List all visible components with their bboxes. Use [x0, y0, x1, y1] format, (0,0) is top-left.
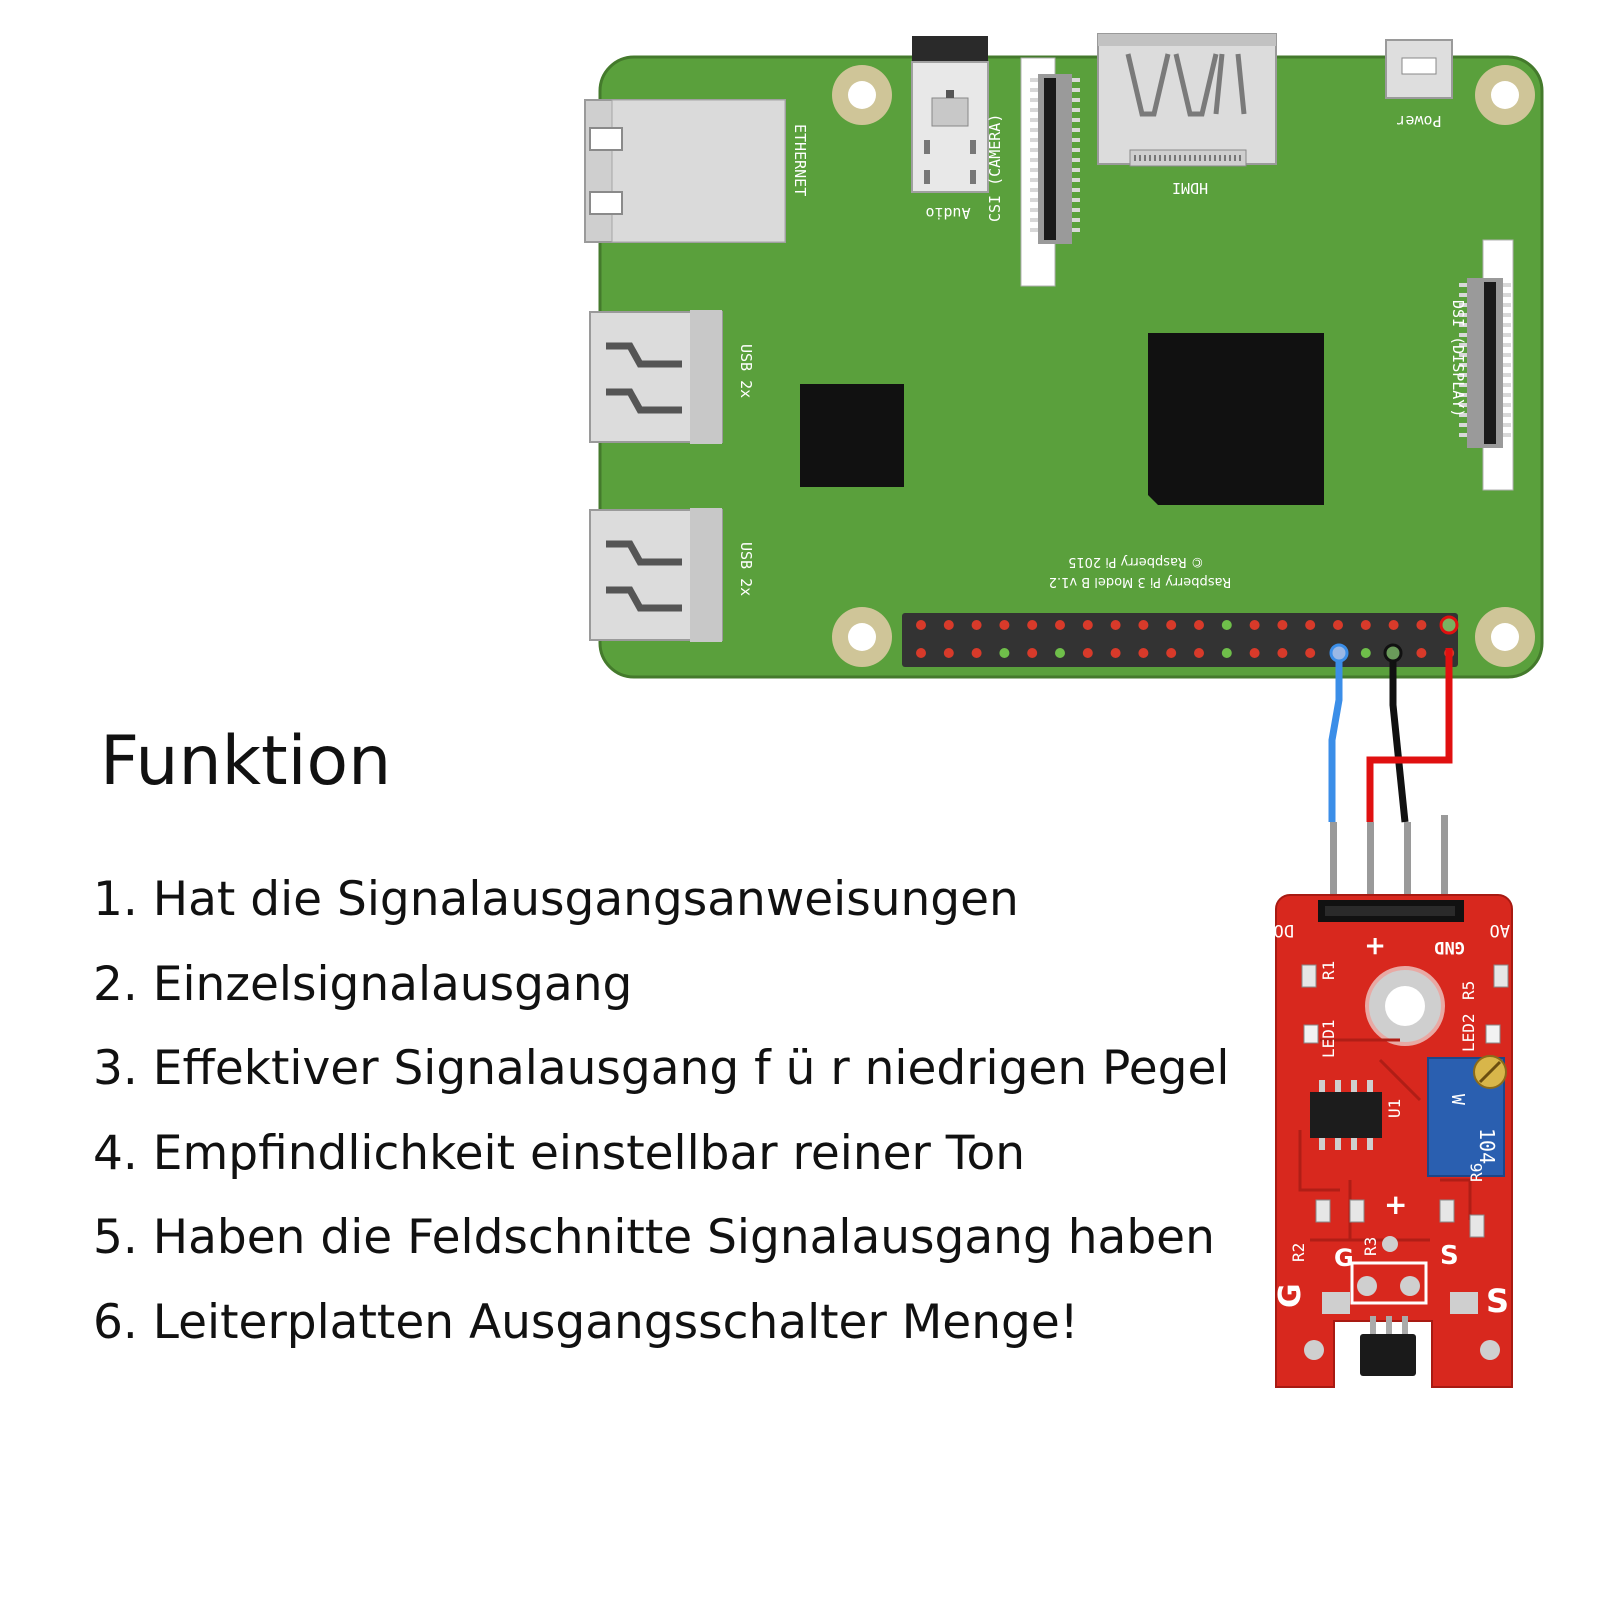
section-heading: Funktion: [100, 722, 392, 801]
csi-camera-connector: [1020, 57, 1080, 287]
gpio-pin: [943, 620, 954, 630]
sensor-label-s-outer: S: [1486, 1282, 1509, 1320]
usb-port-top: [589, 310, 723, 444]
sensor-label-ao: AO: [1490, 920, 1510, 940]
label-dsi-display: DSI (DISPLAY): [1449, 300, 1467, 417]
gpio-pin: [1277, 648, 1288, 658]
gpio-pin: [1138, 620, 1149, 630]
gpio-pin: [1388, 620, 1399, 630]
feature-item: 4. Empfindlichkeit einstellbar reiner To…: [93, 1125, 1026, 1181]
gpio-pin: [916, 648, 926, 658]
gpio-pin: [1416, 620, 1427, 630]
gpio-pin: [1055, 648, 1065, 658]
wire-signal: [1328, 655, 1343, 822]
sensor-header-pins: [1330, 815, 1448, 902]
jumper-wires: [1328, 615, 1459, 823]
gpio-pin: [1249, 620, 1260, 630]
audio-jack: [911, 36, 989, 193]
gpio-pin: [1166, 648, 1177, 658]
sensor-label-r5: R5: [1459, 981, 1478, 1000]
gpio-pin: [1055, 620, 1065, 630]
power-port: [1385, 39, 1453, 99]
feature-item: 3. Effektiver Signalausgang f ü r niedri…: [93, 1041, 1230, 1096]
gpio-pin: [999, 648, 1010, 658]
gpio-pin: [1333, 620, 1343, 630]
sensor-label-do: DO: [1274, 920, 1294, 940]
feature-item: 6. Leiterplatten Ausgangsschalter Menge!: [93, 1294, 1079, 1350]
dsi-display-connector: [1459, 239, 1514, 491]
gpio-pin: [916, 620, 926, 630]
label-csi-camera: CSI (CAMERA): [986, 114, 1004, 222]
sensor-smd-parts: [1301, 964, 1509, 1238]
pi-mounting-holes: [832, 65, 1535, 667]
gpio-pin: [1082, 620, 1093, 630]
gpio-pin: [1027, 620, 1038, 630]
gpio-pin: [1277, 620, 1288, 630]
wire-power: [1366, 648, 1453, 822]
sensor-label-g-outer: G: [1273, 1283, 1308, 1308]
sensor-label-s-inner: S: [1440, 1241, 1459, 1271]
sensor-label-g-inner: G: [1334, 1244, 1354, 1272]
gpio-pin: [999, 620, 1010, 630]
gpio-pin: [1110, 648, 1121, 658]
sensor-ic-u1: [1310, 1080, 1382, 1150]
gpio-pin: [971, 648, 982, 658]
sensor-label-r6: R6: [1467, 1163, 1486, 1182]
gpio-pin: [971, 620, 982, 630]
pi-main-soc: [1148, 333, 1324, 505]
gpio-pin: [1027, 648, 1038, 658]
label-audio: Audio: [925, 204, 970, 222]
label-brand-line2: Raspberry Pi 3 Model B v1.2: [1049, 574, 1232, 589]
gpio-pin: [1221, 648, 1232, 658]
gpio-pin: [1194, 620, 1204, 630]
sensor-label-plus: +: [1364, 931, 1386, 961]
sensor-label-r2: R2: [1289, 1243, 1308, 1262]
label-brand-line1: © Raspberry Pi 2015: [1068, 554, 1204, 569]
gpio-pin: [1110, 620, 1121, 630]
hall-sensor-module: DO AO GND + R1 R5 LED1 LED2 U1 104 W R6 …: [1273, 815, 1513, 1388]
wire-ground: [1389, 655, 1409, 823]
sensor-label-r3: R3: [1361, 1237, 1380, 1256]
sensor-label-led1: LED1: [1319, 1019, 1338, 1058]
label-power: Power: [1396, 112, 1441, 130]
gpio-pin: [1360, 648, 1371, 658]
hdmi-port: [1097, 33, 1277, 167]
feature-item: 5. Haben die Feldschnitte Signalausgang …: [93, 1210, 1215, 1265]
sensor-potentiometer: [1427, 1055, 1507, 1177]
feature-item: 1. Hat die Signalausgangsanweisungen: [93, 872, 1019, 927]
sensor-label-u1: U1: [1385, 1099, 1404, 1118]
feature-list: 1. Hat die Signalausgangsanweisungen 2. …: [93, 875, 1229, 1382]
hall-sensor-element: [1360, 1316, 1416, 1376]
gpio-pin: [1221, 620, 1232, 630]
sensor-label-pot-code: 104: [1475, 1128, 1499, 1164]
gpio-header: [902, 613, 1458, 667]
gpio-pin: [1082, 648, 1093, 658]
label-hdmi: HDMI: [1172, 179, 1208, 197]
sensor-probe-pads: [1304, 1236, 1500, 1360]
feature-item: 2. Einzelsignalausgang: [93, 956, 633, 1012]
gpio-pin: [943, 648, 954, 658]
usb-port-bottom: [589, 508, 723, 642]
gpio-pin: [1138, 648, 1149, 658]
gpio-pin: [1305, 620, 1316, 630]
gpio-pin: [1194, 648, 1204, 658]
pi-small-chip: [800, 384, 904, 487]
sensor-label-led2: LED2: [1459, 1013, 1478, 1052]
gpio-pin: [1305, 648, 1316, 658]
ethernet-port: [584, 99, 786, 243]
raspberry-pi-board: ETHERNET Audio CSI (CAMERA) HDMI Power D…: [584, 33, 1544, 679]
gpio-pin: [1360, 620, 1371, 630]
sensor-label-gnd: GND: [1434, 937, 1465, 957]
gpio-pin: [1249, 648, 1260, 658]
label-ethernet: ETHERNET: [791, 124, 809, 196]
sensor-board-body: [1275, 894, 1513, 1388]
sensor-label-r1: R1: [1319, 961, 1338, 980]
gpio-pin: [1166, 620, 1177, 630]
sensor-label-pot-w: W: [1447, 1094, 1468, 1105]
label-usb-top: USB 2x: [737, 344, 755, 398]
label-usb-bottom: USB 2x: [737, 542, 755, 596]
gpio-pin: [1416, 648, 1427, 658]
sensor-label-pin-plus: +: [1384, 1188, 1407, 1221]
